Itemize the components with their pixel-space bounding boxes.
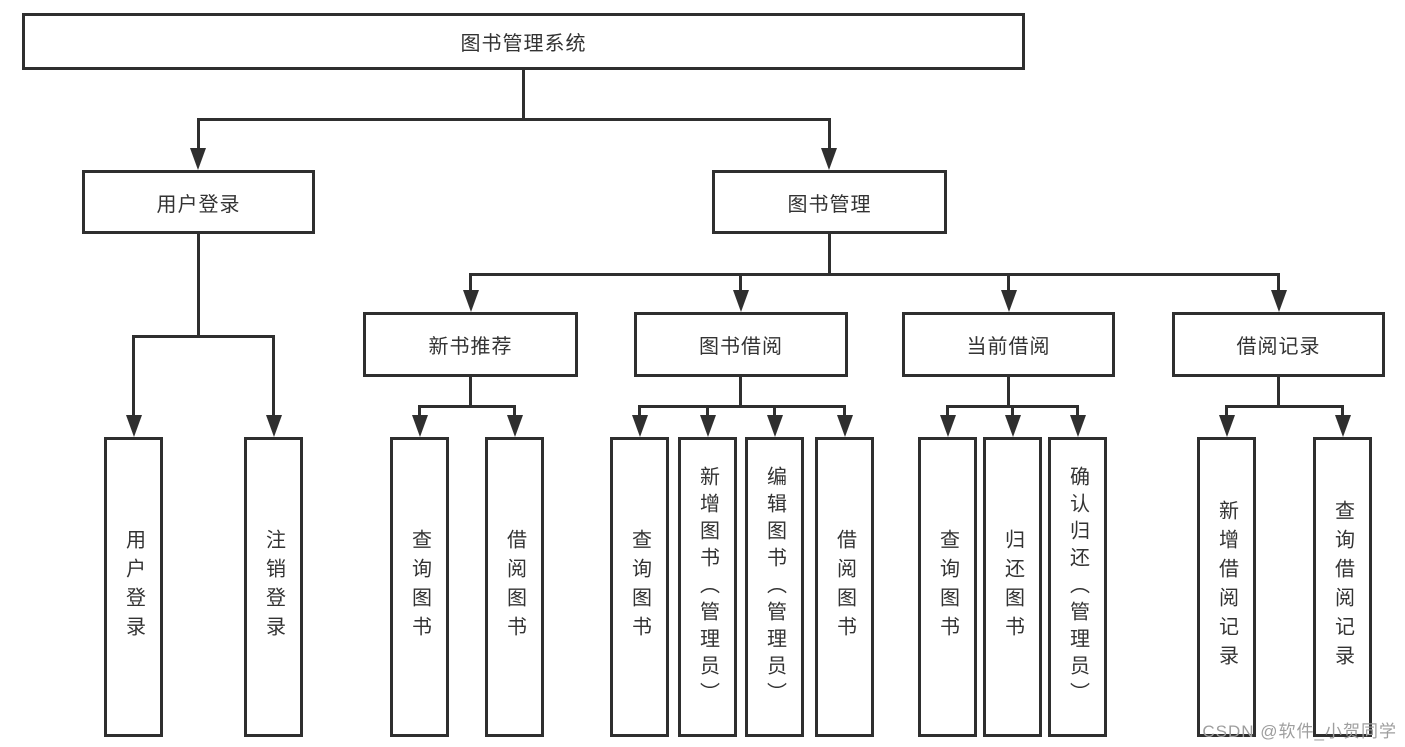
leaf-rec-borrow: 借阅图书 <box>485 437 544 737</box>
csdn-watermark: CSDN @软件_小贺同学 <box>1202 722 1397 741</box>
node-current-borrow: 当前借阅 <box>902 312 1115 377</box>
node-book-mgmt: 图书管理 <box>712 170 947 234</box>
arrow-down-icon <box>821 148 837 170</box>
connector-line <box>522 70 525 118</box>
arrow-down-icon <box>190 148 206 170</box>
arrow-down-icon <box>1001 290 1017 312</box>
leaf-cb-confirm-label: 确认归还（管理员） <box>1066 465 1089 709</box>
leaf-bb-edit-label: 编辑图书（管理员） <box>763 465 786 709</box>
leaf-cb-confirm: 确认归还（管理员） <box>1048 437 1107 737</box>
connector-line <box>1225 405 1344 408</box>
leaf-bb-edit: 编辑图书（管理员） <box>745 437 804 737</box>
connector-line <box>1341 405 1344 417</box>
arrow-down-icon <box>1335 415 1351 437</box>
node-new-book-rec-label: 新书推荐 <box>428 336 513 358</box>
connector-line <box>1007 375 1010 405</box>
connector-line <box>197 118 831 121</box>
leaf-br-add-label: 新增借阅记录 <box>1215 500 1238 674</box>
arrow-down-icon <box>1070 415 1086 437</box>
leaf-user-login: 用户登录 <box>104 437 163 737</box>
arrow-down-icon <box>1219 415 1235 437</box>
leaf-user-login-label: 用户登录 <box>122 529 145 645</box>
node-borrow-record-label: 借阅记录 <box>1236 336 1321 358</box>
connector-line <box>828 118 831 152</box>
connector-line <box>418 405 516 408</box>
node-book-borrow-label: 图书借阅 <box>699 336 783 358</box>
leaf-bb-borrow: 借阅图书 <box>815 437 874 737</box>
arrow-down-icon <box>837 415 853 437</box>
connector-line <box>1277 375 1280 405</box>
connector-line <box>469 375 472 405</box>
leaf-rec-query-label: 查询图书 <box>408 529 431 645</box>
leaf-rec-borrow-label: 借阅图书 <box>503 529 526 645</box>
arrow-down-icon <box>412 415 428 437</box>
connector-line <box>469 273 472 292</box>
node-user-login: 用户登录 <box>82 170 315 234</box>
node-root: 图书管理系统 <box>22 13 1025 70</box>
leaf-rec-query: 查询图书 <box>390 437 449 737</box>
leaf-logout: 注销登录 <box>244 437 303 737</box>
connector-line <box>513 405 516 417</box>
connector-line <box>706 405 709 417</box>
connector-line <box>946 405 949 417</box>
leaf-cb-return-label: 归还图书 <box>1001 529 1024 645</box>
leaf-cb-return: 归还图书 <box>983 437 1042 737</box>
leaf-br-add: 新增借阅记录 <box>1197 437 1256 737</box>
connector-line <box>469 273 1280 276</box>
node-book-mgmt-label: 图书管理 <box>787 193 872 216</box>
arrow-down-icon <box>126 415 142 437</box>
connector-line <box>272 335 275 417</box>
leaf-logout-label: 注销登录 <box>262 529 285 645</box>
leaf-br-query-label: 查询借阅记录 <box>1331 500 1354 674</box>
connector-line <box>1076 405 1079 417</box>
arrow-down-icon <box>733 290 749 312</box>
arrow-down-icon <box>463 290 479 312</box>
leaf-cb-query-label: 查询图书 <box>936 529 959 645</box>
connector-line <box>828 232 831 273</box>
connector-line <box>843 405 846 417</box>
node-user-login-label: 用户登录 <box>156 193 241 216</box>
node-new-book-rec: 新书推荐 <box>363 312 578 377</box>
connector-line <box>197 232 200 335</box>
arrow-down-icon <box>940 415 956 437</box>
leaf-bb-query-label: 查询图书 <box>628 529 651 645</box>
arrow-down-icon <box>266 415 282 437</box>
connector-line <box>418 405 421 417</box>
connector-line <box>1007 273 1010 292</box>
arrow-down-icon <box>700 415 716 437</box>
leaf-cb-query: 查询图书 <box>918 437 977 737</box>
node-borrow-record: 借阅记录 <box>1172 312 1385 377</box>
connector-line <box>197 118 200 152</box>
connector-line <box>132 335 135 417</box>
arrow-down-icon <box>632 415 648 437</box>
connector-line <box>1011 405 1014 417</box>
connector-line <box>773 405 776 417</box>
node-book-borrow: 图书借阅 <box>634 312 848 377</box>
connector-line <box>1225 405 1228 417</box>
connector-line <box>739 375 742 405</box>
connector-line <box>638 405 641 417</box>
arrow-down-icon <box>767 415 783 437</box>
connector-line <box>739 273 742 292</box>
leaf-bb-add: 新增图书（管理员） <box>678 437 737 737</box>
arrow-down-icon <box>1005 415 1021 437</box>
arrow-down-icon <box>507 415 523 437</box>
leaf-bb-borrow-label: 借阅图书 <box>833 529 856 645</box>
node-root-label: 图书管理系统 <box>460 33 587 55</box>
connector-line <box>132 335 275 338</box>
node-current-borrow-label: 当前借阅 <box>966 336 1051 358</box>
leaf-bb-query: 查询图书 <box>610 437 669 737</box>
leaf-br-query: 查询借阅记录 <box>1313 437 1372 737</box>
leaf-bb-add-label: 新增图书（管理员） <box>696 465 719 709</box>
arrow-down-icon <box>1271 290 1287 312</box>
connector-line <box>1277 273 1280 292</box>
connector-line <box>638 405 846 408</box>
